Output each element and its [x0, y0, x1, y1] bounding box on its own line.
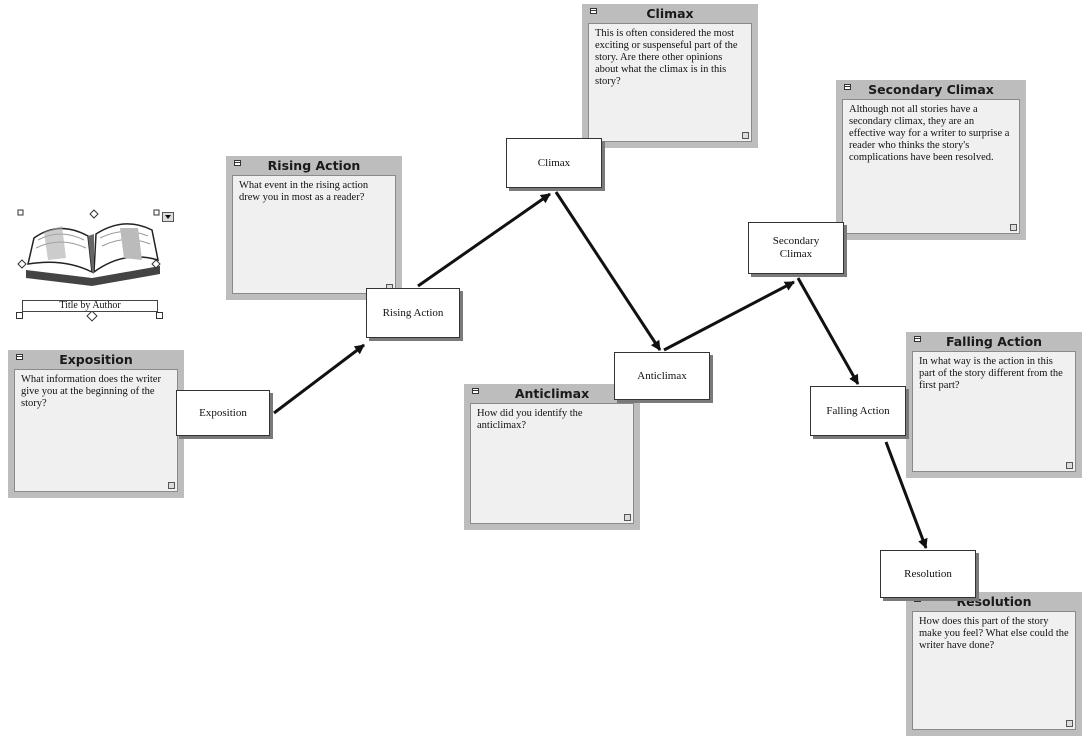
- note-title: Secondary Climax: [868, 82, 994, 97]
- open-book-icon: [17, 209, 161, 286]
- arrow-anticlimax-to-secondary-climax[interactable]: [663, 280, 795, 352]
- note-secondary-climax[interactable]: Secondary Climax Although not all storie…: [836, 80, 1026, 240]
- resize-handle[interactable]: [156, 312, 163, 319]
- note-menu-icon[interactable]: [16, 354, 23, 360]
- note-text[interactable]: Although not all stories have a secondar…: [849, 104, 1010, 163]
- note-anticlimax[interactable]: Anticlimax How did you identify the anti…: [464, 384, 640, 530]
- node-climax[interactable]: Climax: [506, 138, 602, 188]
- resize-grip-icon[interactable]: [742, 132, 749, 139]
- note-title: Exposition: [59, 352, 133, 367]
- note-falling-action[interactable]: Falling Action In what way is the action…: [906, 332, 1082, 478]
- note-title: Rising Action: [267, 158, 361, 173]
- note-rising-action[interactable]: Rising Action What event in the rising a…: [226, 156, 402, 300]
- note-menu-icon[interactable]: [234, 160, 241, 166]
- note-text[interactable]: What event in the rising action drew you…: [239, 180, 369, 203]
- note-menu-icon[interactable]: [590, 8, 597, 14]
- note-text[interactable]: How does this part of the story make you…: [919, 616, 1069, 651]
- resize-grip-icon[interactable]: [1066, 462, 1073, 469]
- book-title-field[interactable]: Title by Author: [22, 300, 158, 312]
- resize-grip-icon[interactable]: [1010, 224, 1017, 231]
- node-exposition[interactable]: Exposition: [176, 390, 270, 436]
- node-rising-action[interactable]: Rising Action: [366, 288, 460, 338]
- note-text[interactable]: In what way is the action in this part o…: [919, 356, 1063, 391]
- note-resolution[interactable]: Resolution How does this part of the sto…: [906, 592, 1082, 736]
- arrow-exposition-to-rising-action[interactable]: [273, 343, 365, 415]
- note-menu-icon[interactable]: [914, 336, 921, 342]
- node-secondary-climax[interactable]: Secondary Climax: [748, 222, 844, 274]
- note-menu-icon[interactable]: [472, 388, 479, 394]
- arrow-climax-to-anticlimax[interactable]: [554, 191, 662, 351]
- symbol-dropdown-button[interactable]: [162, 212, 174, 222]
- note-text[interactable]: What information does the writer give yo…: [21, 374, 161, 409]
- note-climax[interactable]: Climax This is often considered the most…: [582, 4, 758, 148]
- connect-handle[interactable]: [86, 310, 98, 322]
- resize-grip-icon[interactable]: [624, 514, 631, 521]
- resize-grip-icon[interactable]: [1066, 720, 1073, 727]
- note-text[interactable]: How did you identify the anticlimax?: [477, 408, 583, 431]
- book-symbol[interactable]: Title by Author: [14, 208, 174, 322]
- note-text[interactable]: This is often considered the most exciti…: [595, 28, 738, 87]
- note-title: Climax: [646, 6, 694, 21]
- note-title: Anticlimax: [514, 386, 590, 401]
- resize-handle[interactable]: [16, 312, 23, 319]
- resize-grip-icon[interactable]: [168, 482, 175, 489]
- note-menu-icon[interactable]: [844, 84, 851, 90]
- node-falling-action[interactable]: Falling Action: [810, 386, 906, 436]
- node-anticlimax[interactable]: Anticlimax: [614, 352, 710, 400]
- note-title: Falling Action: [945, 334, 1043, 349]
- node-resolution[interactable]: Resolution: [880, 550, 976, 598]
- note-exposition[interactable]: Exposition What information does the wri…: [8, 350, 184, 498]
- arrow-secondary-climax-to-falling-action[interactable]: [796, 277, 860, 385]
- arrow-rising-action-to-climax[interactable]: [417, 192, 551, 288]
